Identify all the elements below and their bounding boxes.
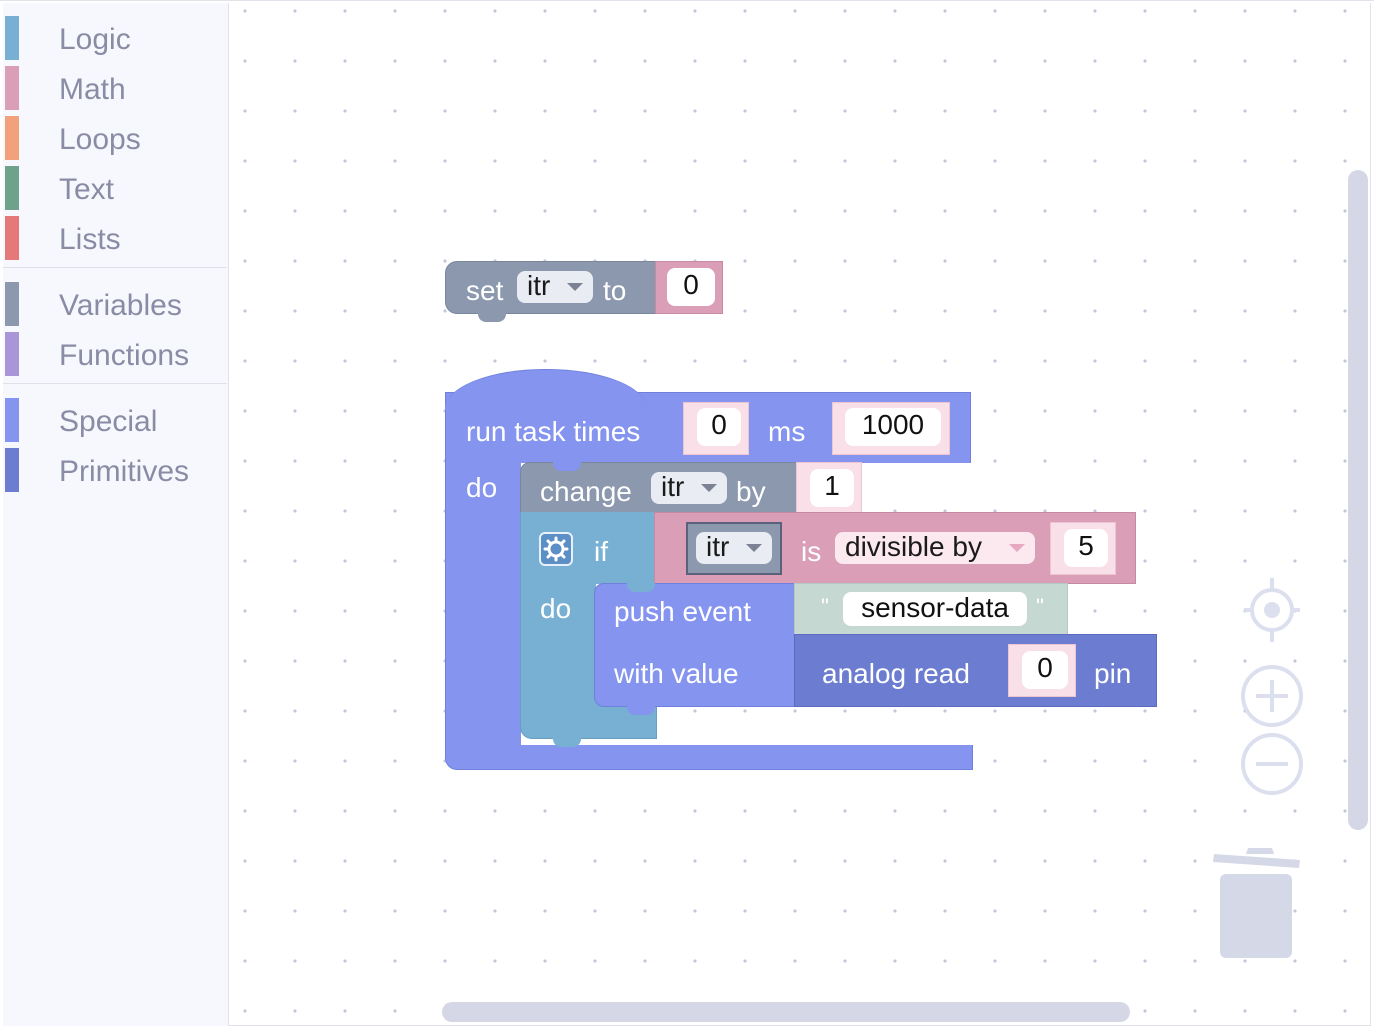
block-notch (553, 462, 581, 471)
category-swatch (5, 282, 19, 326)
minus-circle-icon[interactable] (1240, 732, 1304, 796)
category-swatch (5, 216, 19, 260)
block-notch (553, 737, 581, 747)
category-label: Functions (59, 339, 190, 372)
plus-circle-icon[interactable] (1240, 664, 1304, 728)
gear-icon[interactable] (539, 532, 573, 566)
quote-open: " (821, 594, 829, 619)
pin-label: pin (1094, 658, 1132, 689)
trash-icon[interactable] (1212, 842, 1302, 960)
run-task-bottom (445, 745, 973, 770)
category-loops[interactable]: Loops (3, 113, 227, 160)
toolbox-separator (3, 267, 227, 268)
category-swatch (5, 116, 19, 160)
category-swatch (5, 166, 19, 210)
times-field[interactable]: 0 (697, 408, 741, 446)
category-variables[interactable]: Variables (3, 279, 227, 326)
category-logic[interactable]: Logic (3, 13, 227, 60)
category-math[interactable]: Math (3, 63, 227, 110)
category-label: Math (59, 73, 126, 106)
if-arm (520, 583, 596, 703)
push-event-block[interactable] (594, 583, 802, 715)
horizontal-scrollbar[interactable] (442, 1002, 1130, 1022)
category-lists[interactable]: Lists (3, 213, 227, 260)
run-task-label: run task times (466, 416, 641, 447)
with-value-label: with value (614, 658, 739, 689)
variable-dropdown[interactable]: itr (696, 532, 772, 564)
do-keyword: do (466, 472, 498, 503)
divisor-field[interactable]: 5 (1064, 529, 1108, 567)
run-task-arm (445, 462, 521, 746)
if-do-keyword: do (540, 593, 572, 624)
push-event-label: push event (614, 596, 751, 627)
toolbox: Logic Math Loops Text Lists Variables Fu… (3, 3, 229, 1026)
category-text[interactable]: Text (3, 163, 227, 210)
operator-dropdown[interactable]: divisible by (835, 532, 1035, 564)
vertical-scrollbar[interactable] (1348, 170, 1368, 830)
category-swatch (5, 332, 19, 376)
category-functions[interactable]: Functions (3, 329, 227, 376)
chevron-down-icon (567, 283, 583, 291)
by-keyword: by (736, 476, 766, 507)
crosshair-icon[interactable] (1244, 578, 1300, 642)
variable-name: itr (661, 471, 685, 502)
set-keyword: set (466, 275, 504, 306)
category-label: Variables (59, 289, 182, 322)
category-swatch (5, 16, 19, 60)
toolbox-separator (3, 383, 227, 384)
chevron-down-icon (746, 544, 762, 552)
block-notch (627, 583, 655, 592)
analog-read-label: analog read (822, 658, 970, 689)
category-label: Text (59, 173, 115, 206)
category-label: Logic (59, 23, 131, 56)
analog-read-block[interactable] (794, 634, 1157, 707)
change-keyword: change (540, 476, 632, 507)
category-primitives[interactable]: Primitives (3, 445, 227, 492)
if-keyword: if (594, 536, 608, 567)
pin-field[interactable]: 0 (1022, 651, 1068, 689)
variable-name: itr (706, 531, 730, 562)
block-notch (627, 705, 655, 715)
ms-field[interactable]: 1000 (845, 408, 941, 446)
category-swatch (5, 66, 19, 110)
variable-dropdown[interactable]: itr (651, 472, 727, 504)
top-border (0, 0, 1374, 3)
is-keyword: is (801, 536, 822, 567)
variable-name: itr (527, 270, 551, 301)
event-name-field[interactable]: sensor-data (843, 592, 1027, 626)
category-swatch (5, 398, 19, 442)
variable-dropdown[interactable]: itr (517, 271, 593, 303)
chevron-down-icon (701, 484, 717, 492)
category-label: Primitives (59, 455, 190, 488)
to-keyword: to (603, 275, 627, 306)
block-notch (478, 312, 506, 322)
chevron-down-icon (1009, 544, 1025, 552)
category-label: Special (59, 405, 158, 438)
quote-close: " (1036, 594, 1044, 619)
number-field[interactable]: 0 (667, 268, 715, 306)
category-swatch (5, 448, 19, 492)
operator-name: divisible by (845, 531, 982, 562)
by-field[interactable]: 1 (810, 469, 854, 507)
category-label: Loops (59, 123, 141, 156)
category-label: Lists (59, 223, 121, 256)
category-special[interactable]: Special (3, 395, 227, 442)
ms-label: ms (768, 416, 806, 447)
